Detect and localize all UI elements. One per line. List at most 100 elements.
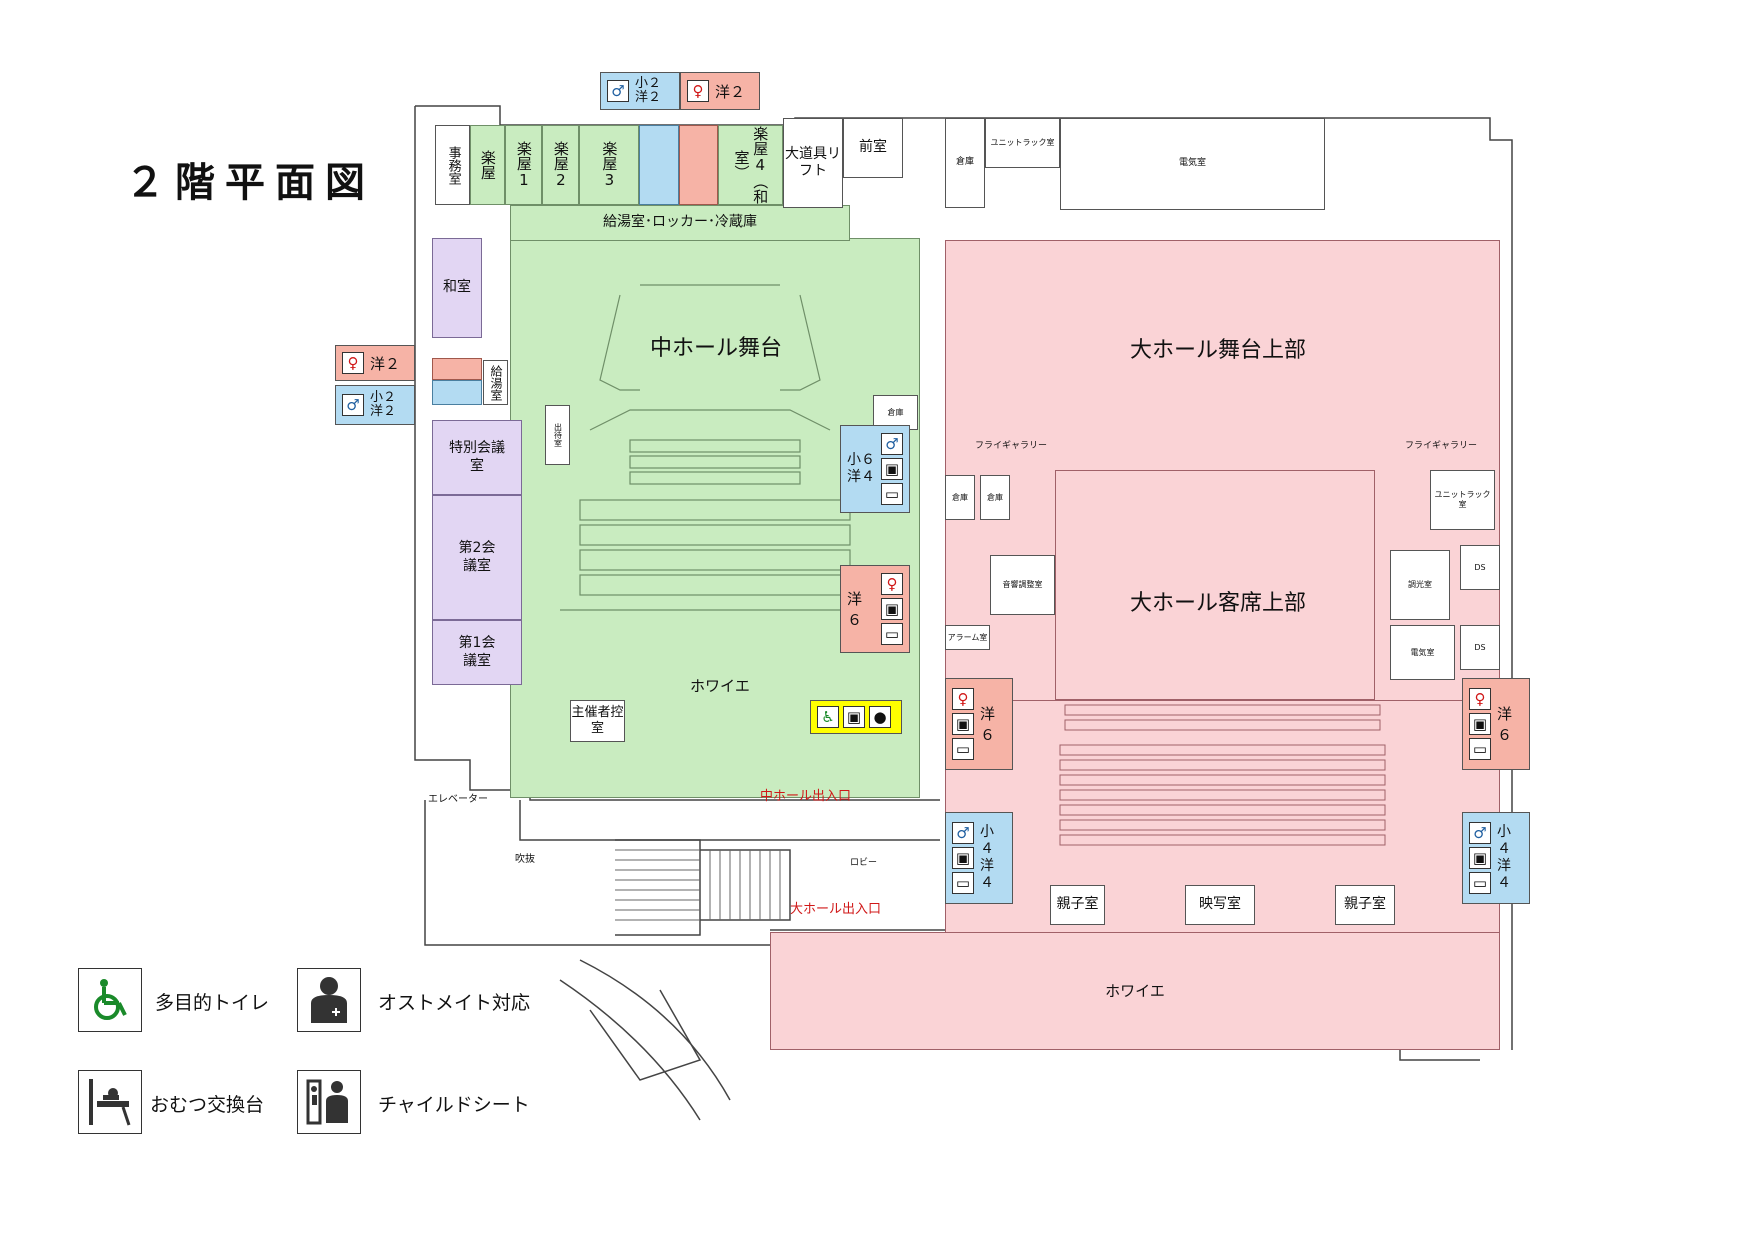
ds-2-label: DS: [1474, 642, 1486, 652]
middle-hall-stage-label: 中ホール舞台: [650, 336, 783, 361]
unit-rack-right: ユニットラック室: [1430, 470, 1495, 530]
office-label: 事務室: [445, 145, 461, 185]
diaper-table-icon: ▭: [881, 623, 903, 645]
meeting-room-1: 第1会議室: [432, 620, 522, 685]
parent-child-right-label: 親子室: [1344, 896, 1386, 913]
legend-diaper-label: おむつ交換台: [150, 1094, 265, 1116]
dressing-small-label: 楽屋: [478, 150, 497, 180]
diaper-table-icon: ▭: [881, 483, 903, 505]
multipurpose-toilet: ♿ ▣ ●: [810, 700, 902, 734]
large-hall-left-womens-toilet: ♀ ▣ ▭ 洋６: [945, 678, 1013, 770]
electric-room-top-label: 電気室: [1178, 158, 1206, 169]
unit-rack-right-label: ユニットラック室: [1434, 490, 1491, 509]
dimmer-room: 調光室: [1390, 550, 1450, 620]
electric-room-right: 電気室: [1390, 625, 1455, 680]
unit-rack-top: ユニットラック室: [985, 118, 1060, 168]
host-room-label: 主催者控室: [571, 704, 624, 736]
left-womens-toilet: ♀ 洋２: [335, 345, 415, 381]
storage-left-2-label: 倉庫: [987, 492, 1003, 502]
child-seat-icon: [297, 1070, 361, 1134]
large-hall-right-womens-toilet: ♀ ▣ ▭ 洋６: [1462, 678, 1530, 770]
projection-label: 映写室: [1199, 896, 1241, 913]
dimmer-label: 調光室: [1408, 580, 1432, 589]
dressing-room-3: 楽屋3: [579, 125, 639, 205]
parent-child-room-left: 親子室: [1050, 885, 1105, 925]
service-bar: 給湯室･ロッカー･冷蔵庫: [510, 205, 850, 241]
atrium-label: 吹抜: [515, 854, 535, 865]
large-hall-seating: [1059, 704, 1386, 846]
child-seat-icon: ▣: [881, 598, 903, 620]
ds-1-label: DS: [1474, 562, 1486, 572]
unit-rack-top-label: ユニットラック室: [990, 138, 1055, 147]
alarm-label: アラーム室: [947, 632, 988, 642]
large-hall-seats-upper-area: [1055, 470, 1375, 700]
waiting-room: 出待室: [545, 405, 570, 465]
large-hall-seats-label: 大ホール客席上部: [1130, 591, 1307, 616]
dressing-room-4: 楽屋4（和室）: [718, 125, 783, 205]
middle-hall-seating: [560, 284, 860, 611]
child-seat-icon: ▣: [1469, 713, 1491, 735]
host-room: 主催者控室: [570, 700, 625, 742]
storage-top: 倉庫: [945, 118, 985, 208]
office: 事務室: [435, 125, 470, 205]
japanese-room-label: 和室: [443, 279, 471, 296]
ds-room-1: DS: [1460, 545, 1500, 590]
special-meeting-label: 特別会議室: [449, 440, 505, 474]
waiting-room-label: 出待室: [553, 423, 563, 447]
ds-room-2: DS: [1460, 625, 1500, 670]
kitchen: 給湯室: [483, 360, 508, 405]
west-mens-room: [432, 380, 482, 405]
parent-child-left-label: 親子室: [1056, 896, 1099, 913]
wheelchair-icon: ♿: [817, 706, 839, 728]
woman-icon: ♀: [1469, 688, 1491, 710]
sound-room: 音響調整室: [990, 555, 1055, 615]
ostomate-icon: ●: [869, 706, 891, 728]
sound-label: 音響調整室: [1002, 580, 1043, 589]
fly-gallery-right-label: フライギャラリー: [1405, 441, 1478, 451]
large-hall-foyer: ホワイエ: [770, 932, 1500, 1050]
alarm-room: アラーム室: [945, 625, 990, 650]
dressing-room-4-label: 楽屋4（和室）: [732, 126, 770, 204]
dressing-room-1-label: 楽屋1: [514, 141, 533, 189]
ostomate-icon: [297, 968, 361, 1032]
man-icon: ♂: [607, 80, 629, 102]
parent-child-room-right: 親子室: [1335, 885, 1395, 925]
woman-icon: ♀: [881, 573, 903, 595]
electric-room-top: 電気室: [1060, 118, 1325, 210]
big-prop-lift-label: 大道具リフト: [785, 145, 841, 180]
woman-icon: ♀: [342, 352, 364, 374]
japanese-room: 和室: [432, 238, 482, 338]
dressing-room-2-label: 楽屋2: [551, 141, 570, 189]
diaper-table-icon: ▭: [1469, 872, 1491, 894]
meeting-room-2-label: 第2会議室: [458, 540, 496, 574]
diaper-table-icon: ▭: [952, 738, 974, 760]
diaper-table-icon: [78, 1070, 142, 1134]
child-seat-icon: ▣: [881, 458, 903, 480]
top-womens-room: [679, 125, 718, 205]
dressing-room-2: 楽屋2: [542, 125, 579, 205]
storage-left-2: 倉庫: [980, 475, 1010, 520]
legend-multipurpose-label: 多目的トイレ: [155, 992, 270, 1014]
large-hall-stage-label: 大ホール舞台上部: [1130, 338, 1307, 363]
diaper-table-icon: ▭: [1469, 738, 1491, 760]
legend-child-seat-label: チャイルドシート: [378, 1094, 530, 1116]
child-seat-icon: ▣: [952, 713, 974, 735]
kitchen-label: 給湯室: [489, 364, 503, 401]
elevator-label: エレベーター: [428, 794, 488, 805]
man-icon: ♂: [952, 822, 974, 844]
woman-icon: ♀: [687, 80, 709, 102]
diaper-table-icon: ▭: [952, 872, 974, 894]
storage-left-1-label: 倉庫: [952, 492, 968, 502]
top-womens-toilet: ♀ 洋２: [680, 72, 760, 110]
front-room: 前室: [843, 118, 903, 178]
storage-mid-label: 倉庫: [887, 407, 904, 417]
page-title: ２階平面図: [125, 160, 375, 206]
dressing-room-1: 楽屋1: [505, 125, 542, 205]
legend-ostomate-label: オストメイト対応: [378, 992, 531, 1014]
dressing-small: 楽屋: [470, 125, 505, 205]
west-womens-room: [432, 358, 482, 380]
